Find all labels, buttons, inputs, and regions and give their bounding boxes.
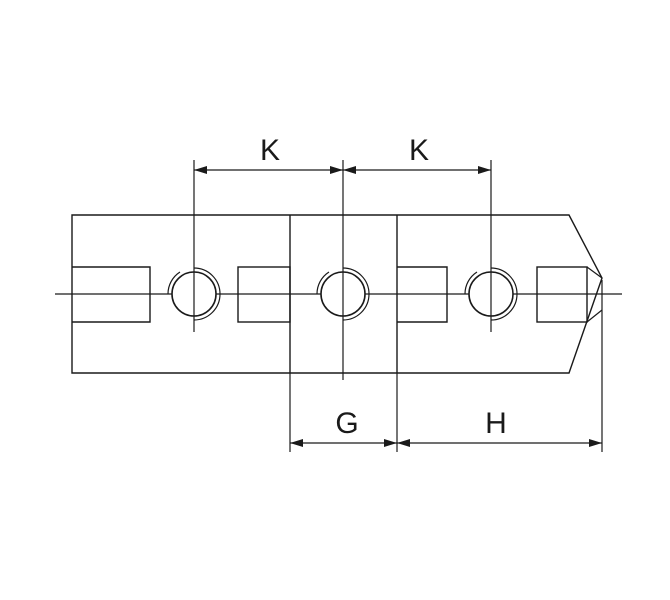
end-face-line-lower	[586, 309, 603, 323]
dim-label-h: H	[485, 407, 507, 440]
arrowhead	[478, 166, 491, 174]
arrowhead	[589, 439, 602, 447]
arrowhead	[397, 439, 410, 447]
dim-label-k-right: K	[409, 134, 429, 167]
dim-label-g: G	[335, 407, 358, 440]
arrowhead	[194, 166, 207, 174]
arrowhead	[290, 439, 303, 447]
dim-label-k-left: K	[260, 134, 280, 167]
arrowhead	[384, 439, 397, 447]
arrowhead	[343, 166, 356, 174]
jaw-body-outline	[71, 214, 603, 374]
end-face-line	[586, 266, 603, 279]
arrowhead	[330, 166, 343, 174]
